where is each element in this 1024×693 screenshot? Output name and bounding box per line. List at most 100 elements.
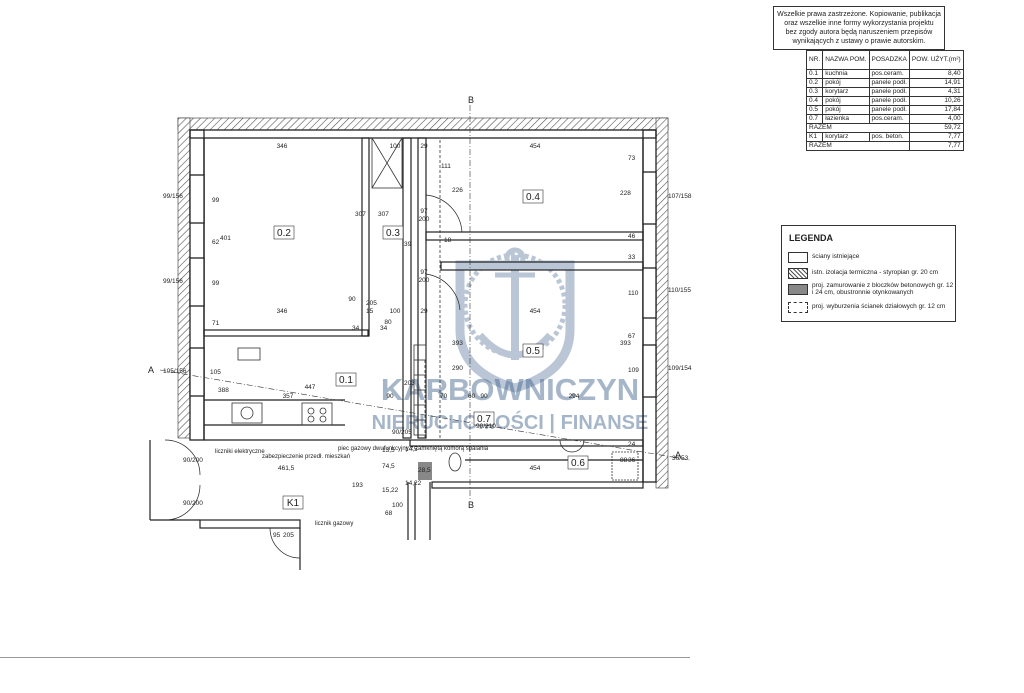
table-row: 0.4 pokój panele podł. 10,26 — [805, 96, 964, 106]
legend-text: proj. wyburzenia ścianek działowych gr. … — [812, 303, 946, 310]
cell-nr: 0.4 — [805, 96, 824, 106]
demolition-lines — [424, 140, 441, 440]
dim: 18 — [444, 237, 452, 244]
total-label: RAZEM — [806, 141, 910, 151]
cell-nr: 0.5 — [805, 105, 824, 115]
section-mark-a-right: A — [675, 450, 681, 460]
watermark-tagline: NIERUCHOMOŚCI | FINANSE — [372, 410, 649, 434]
dim: 193 — [352, 482, 363, 489]
dim: 393 — [620, 340, 631, 347]
room-label-01: 0.1 — [339, 375, 353, 386]
legend-swatch-existing-walls — [788, 252, 808, 263]
legend-box: LEGENDA ściany istniejące istn. izolacja… — [781, 225, 956, 322]
dim: 62 — [212, 239, 220, 246]
window-dim: 105/156 — [163, 368, 187, 375]
total-area: 7,77 — [908, 141, 964, 151]
cell-name: korytarz — [822, 87, 870, 97]
table-row: 0.5 pokój panele podł. 17,84 — [805, 105, 964, 115]
door-dim: 90/210 — [476, 423, 496, 430]
dim: 28,5 — [418, 467, 431, 474]
cell-floor: panele podł. — [868, 96, 910, 106]
cell-name: łazienka — [822, 114, 870, 124]
dim: 70 — [440, 393, 448, 400]
dim: 15 — [366, 308, 374, 315]
cell-area: 14,91 — [908, 78, 964, 88]
dim: 24 — [628, 441, 636, 448]
cell-name: kuchnia — [822, 69, 870, 79]
cell-nr: 0.1 — [805, 69, 824, 79]
dim: 200 — [419, 216, 430, 223]
dim: 307 — [355, 211, 366, 218]
copyright-line: bez zgody autora będą naruszeniem przepi… — [785, 29, 933, 36]
table-row: 0.3 korytarz panele podł. 4,31 — [805, 87, 964, 97]
table-row: 0.2 pokój panele podł. 14,91 — [805, 78, 964, 88]
dim: 454 — [530, 143, 541, 150]
dim: 401 — [220, 235, 231, 242]
dim: 74,5 — [382, 463, 395, 470]
kitchen-fixtures — [231, 347, 333, 426]
note-electric-meter: liczniki elektryczne — [215, 449, 265, 455]
cell-nr: 0.3 — [805, 87, 824, 97]
copyright-notice: Wszelkie prawa zastrzeżone. Kopiowanie, … — [773, 6, 945, 50]
dim: 14,22 — [405, 480, 422, 487]
table-total-row: RAZEM 7,77 — [806, 141, 964, 151]
room-label-03: 0.3 — [386, 228, 400, 239]
dim: 346 — [277, 308, 288, 315]
dim: 46 — [628, 233, 636, 240]
total-label: RAZEM — [806, 123, 910, 133]
dim: 13,5 — [382, 447, 395, 454]
room-label-04: 0.4 — [526, 192, 540, 203]
dim: 36 — [628, 457, 636, 464]
dim: 447 — [305, 384, 316, 391]
dim: 461,5 — [278, 465, 295, 472]
stair-ladder — [413, 344, 427, 436]
copyright-line: oraz wszelkie inne formy wykorzystania p… — [784, 20, 934, 27]
cell-area: 7,77 — [908, 132, 964, 142]
cell-floor: pos.ceram. — [868, 69, 910, 79]
cell-area: 17,84 — [908, 105, 964, 115]
watermark-logo — [455, 247, 575, 393]
dim: 90 — [348, 296, 356, 303]
legend-item: proj. zamurowanie z bloczków betonowych … — [788, 282, 953, 296]
dim: 99 — [212, 280, 220, 287]
dim: 294 — [569, 393, 580, 400]
table-row: K1 korytarz pos. beton. 7,77 — [805, 132, 964, 142]
cell-nr: K1 — [805, 132, 824, 142]
dim: 80 — [384, 319, 392, 326]
dim: 100 — [392, 502, 403, 509]
dim: 60 — [468, 393, 476, 400]
concrete-fill — [418, 462, 432, 480]
note-gas-meter: licznik gazowy — [315, 521, 353, 527]
window-dim: 110/155 — [668, 287, 691, 294]
copyright-line: wynikających z ustawy o prawie autorskim… — [792, 38, 926, 45]
window-dim: 99/156 — [163, 278, 183, 285]
dim: 203 — [404, 380, 415, 387]
copyright-line: Wszelkie prawa zastrzeżone. Kopiowanie, … — [777, 11, 941, 18]
cell-name: korytarz — [822, 132, 870, 142]
cell-floor: panele podł. — [868, 105, 910, 115]
legend-item: proj. wyburzenia ścianek działowych gr. … — [788, 300, 953, 314]
cell-nr: 0.7 — [805, 114, 824, 124]
table-row: 0.1 kuchnia pos.ceram. 8,40 — [805, 69, 964, 79]
legend-text: ściany istniejące — [812, 253, 860, 260]
room-label-06: 0.6 — [571, 458, 585, 469]
note-protection: zabezpieczenie przedł. mieszkań — [262, 454, 350, 460]
dim: 388 — [218, 387, 229, 394]
dim: 205 — [366, 300, 377, 307]
dim: 68 — [385, 510, 393, 517]
dim: 95 — [273, 532, 281, 539]
door-swings — [164, 194, 463, 559]
dim: 33 — [628, 254, 636, 261]
table-header-row: NR. NAZWA POM. POSADZKA POW. UŻYT.(m²) — [805, 50, 964, 70]
cell-floor: panele podł. — [868, 78, 910, 88]
col-floor: POSADZKA — [868, 50, 910, 70]
cell-floor: panele podł. — [868, 87, 910, 97]
cell-name: pokój — [822, 105, 870, 115]
dim: 34 — [380, 325, 388, 332]
section-mark-b-bottom: B — [468, 500, 474, 510]
interior-walls — [149, 137, 644, 570]
table-row: 0.7 łazienka pos.ceram. 4,00 — [805, 114, 964, 124]
cell-area: 8,40 — [908, 69, 964, 79]
dim: 67 — [628, 333, 636, 340]
